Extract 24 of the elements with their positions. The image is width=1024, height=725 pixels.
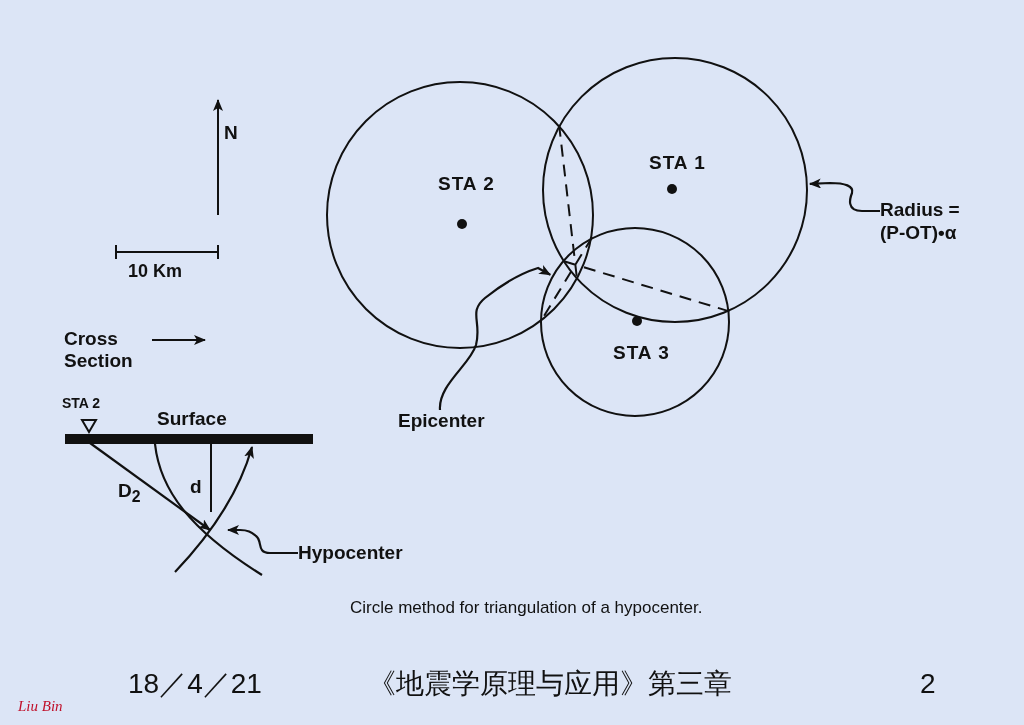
footer-text: Liu Bin xyxy=(18,698,63,716)
diagram-label: d xyxy=(190,476,202,498)
diagram-label: Cross Section xyxy=(64,328,134,372)
leader-line xyxy=(227,525,298,555)
diagram-label: N xyxy=(224,122,238,144)
callout-text: Hypocenter xyxy=(298,542,438,565)
station-label: STA 2 xyxy=(438,173,495,195)
leader-line xyxy=(438,265,552,411)
diagram-label: 10 Km xyxy=(128,261,183,282)
diagram-label: Surface xyxy=(157,408,227,430)
diagram-label: D$_{2}$ xyxy=(118,480,141,506)
footer-text: 18／4／21 xyxy=(128,668,262,701)
range-circle xyxy=(542,57,808,323)
callout-text: Radius = (P-OT)•α xyxy=(880,199,980,245)
figure-caption: Circle method for triangulation of a hypocenter. xyxy=(350,598,703,618)
station-label: STA 1 xyxy=(649,152,706,174)
footer-text: 2 xyxy=(920,668,936,701)
station-label: STA 3 xyxy=(613,342,670,364)
callout-text: Epicenter xyxy=(398,410,518,433)
range-circle xyxy=(326,81,594,349)
leader-line xyxy=(808,178,880,213)
footer-text: 《地震学原理与应用》第三章 xyxy=(368,668,732,701)
diagram-label: STA 2 xyxy=(62,395,101,412)
range-circle xyxy=(540,227,730,417)
